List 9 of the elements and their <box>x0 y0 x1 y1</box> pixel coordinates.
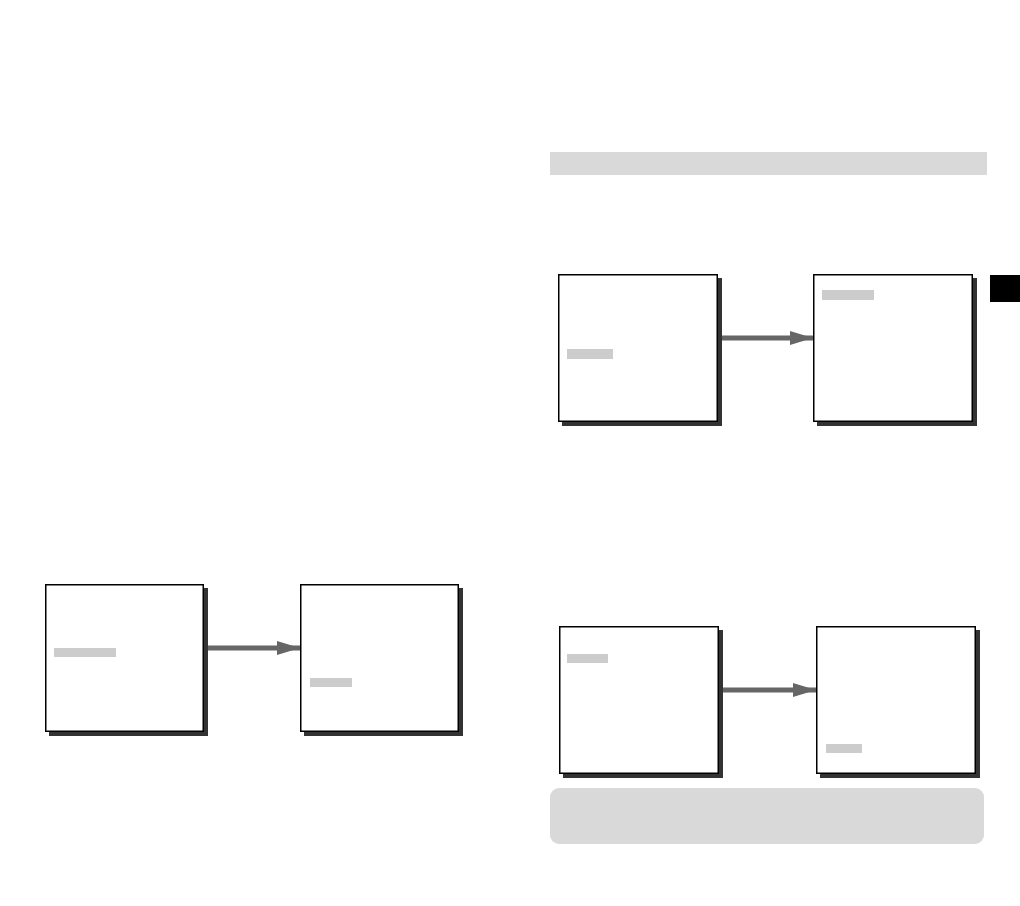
screen-box <box>816 626 980 778</box>
screen-box <box>813 274 977 426</box>
arrow <box>722 331 813 345</box>
screen-box <box>559 626 723 778</box>
arrow <box>208 641 300 655</box>
screen-box <box>300 584 463 736</box>
screen-box <box>45 584 208 736</box>
screen-box <box>558 274 722 426</box>
arrow <box>723 683 816 697</box>
